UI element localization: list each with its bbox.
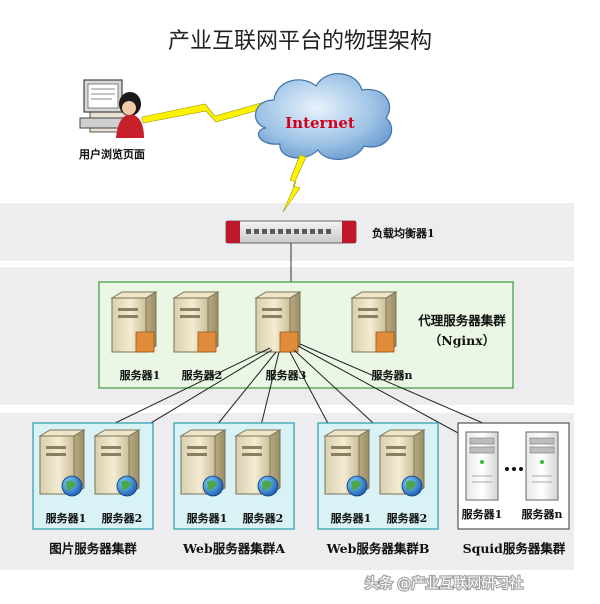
ellipsis-icon [505,467,523,471]
web-a-server-2-label: 服务器2 [243,511,284,525]
web-b-server-1-icon [323,429,371,497]
web-b-server-1-label: 服务器1 [331,511,372,525]
squid-server-n-icon [525,431,559,501]
load-balancer-device-icon [225,220,357,244]
proxy-cluster-sublabel: （Nginx） [429,333,495,348]
web-cluster-b-label: Web服务器集群B [326,541,430,556]
web-a-server-2-icon [234,429,282,497]
proxy-server-2-icon [172,291,220,353]
user-label: 用户浏览页面 [79,147,145,161]
web-cluster-a-label: Web服务器集群A [182,541,285,556]
internet-cloud-icon [255,73,393,160]
proxy-server-3-label: 服务器3 [266,368,307,382]
page-title: 产业互联网平台的物理架构 [168,29,432,54]
proxy-cluster-box [98,281,514,389]
image-server-1-icon [38,429,86,497]
proxy-cluster-label: 代理服务器集群 [417,313,506,328]
load-balancer-label: 负载均衡器1 [372,226,435,240]
proxy-server-1-icon [110,291,158,353]
web-a-server-1-icon [179,429,227,497]
proxy-server-1-label: 服务器1 [120,368,161,382]
squid-cluster-label: Squid服务器集群 [463,541,566,556]
watermark: 头条 @产业互联网研习社 [365,575,523,592]
squid-server-1-icon [465,431,499,501]
proxy-server-3-icon [254,291,302,353]
web-b-server-2-icon [378,429,426,497]
image-server-1-label: 服务器1 [46,511,87,525]
web-a-server-1-label: 服务器1 [187,511,228,525]
image-cluster-label: 图片服务器集群 [49,541,137,556]
proxy-server-2-label: 服务器2 [182,368,223,382]
proxy-server-n-icon [350,291,398,353]
squid-server-n-label: 服务器n [522,507,563,521]
squid-server-1-label: 服务器1 [462,507,503,521]
wireless-link-icon [141,100,269,124]
image-server-2-icon [93,429,141,497]
proxy-server-n-label: 服务器n [372,368,413,382]
web-b-server-2-label: 服务器2 [387,511,428,525]
user-computer-icon [79,79,144,138]
image-server-2-label: 服务器2 [102,511,143,525]
wireless-link-icon-2 [282,154,307,213]
internet-label: Internet [285,114,355,132]
